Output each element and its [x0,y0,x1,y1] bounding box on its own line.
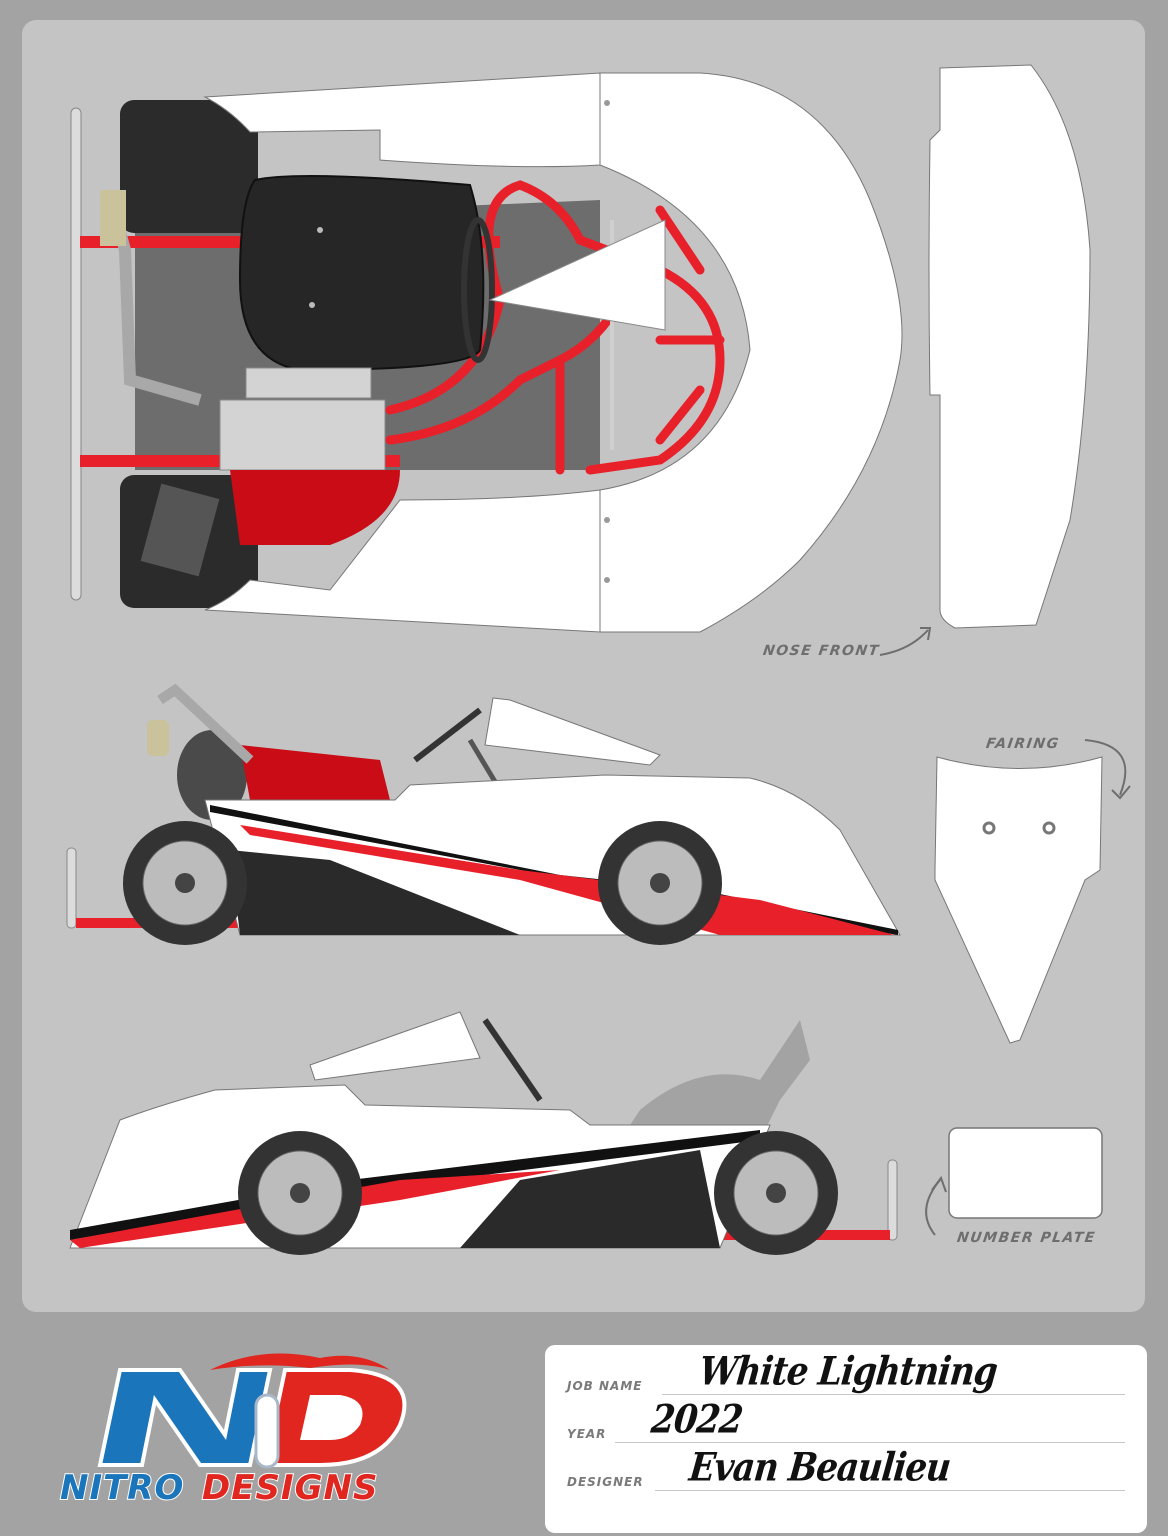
logo-word-designs: DESIGNS [201,1467,379,1509]
left-side-view-kart [66,683,901,945]
nose-front-arrow [879,629,929,656]
fairing-label: FAIRING [984,736,1061,752]
steering-wheel [461,217,495,363]
nose-front-part [928,64,1091,629]
number-plate-part [948,1127,1103,1219]
engine-head [245,367,372,399]
sidepod-top [203,72,601,168]
right-side-view-kart [69,1011,898,1255]
rear-wheel-right [714,1131,838,1255]
engine-cover [230,470,400,545]
engine-block [219,399,386,471]
job-info-card: JOB NAME White Lightning YEAR 2022 DESIG… [545,1345,1147,1533]
fairing-side-right [309,1011,481,1081]
exhaust-silencer [100,190,126,246]
top-view-kart [70,72,903,633]
designer-value: Evan Beaulieu [687,1445,953,1491]
kart-template-artwork [66,64,1131,1255]
seat [238,175,485,372]
year-value: 2022 [649,1397,745,1443]
nose-front-label: NOSE FRONT [761,643,881,659]
job-name-value: White Lightning [697,1349,999,1395]
nose-top [599,72,903,633]
job-name-label: JOB NAME [567,1379,643,1393]
fairing-arrow [1084,739,1127,796]
front-wheel-right [238,1131,362,1255]
rear-bumper [70,107,82,601]
rear-wheel-left [123,821,247,945]
nd-monogram [97,1353,407,1469]
nitro-bottle-icon [254,1393,280,1469]
number-plate-label: NUMBER PLATE [955,1230,1097,1246]
fairing-side [484,697,661,766]
logo-word-nitro: NITRO [59,1467,185,1509]
engine-side [177,730,247,820]
flame-icon [210,1353,390,1370]
fairing-top [488,219,666,331]
front-wheel-left [598,821,722,945]
sidepod-bottom [204,489,601,633]
fairing-part [934,756,1103,1044]
rear-tire-top [120,100,258,233]
air-filter [140,483,220,577]
designer-row: DESIGNER Evan Beaulieu [567,1445,1125,1491]
job-name-row: JOB NAME White Lightning [567,1349,1125,1395]
nitro-designs-logo: NITRO DESIGNS [59,1340,460,1510]
year-row: YEAR 2022 [567,1397,1125,1443]
year-label: YEAR [567,1427,607,1441]
designer-label: DESIGNER [567,1475,644,1489]
